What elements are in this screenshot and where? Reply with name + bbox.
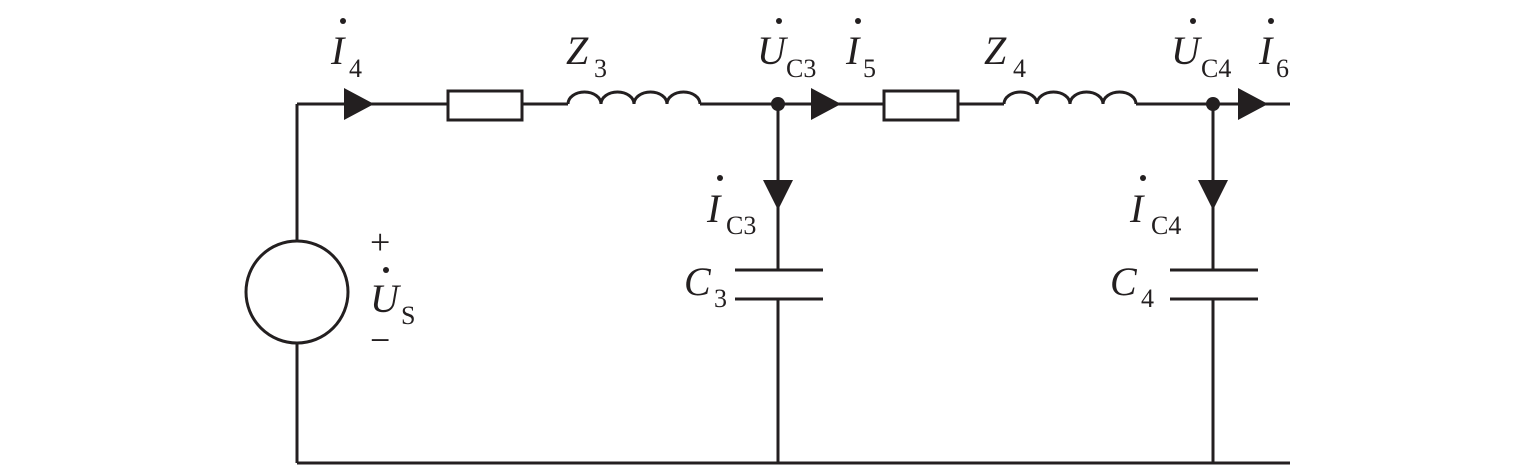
label-i4-symbol: I <box>330 28 346 73</box>
phasor-dot <box>1268 18 1274 24</box>
label-ic4: I C4 <box>1129 175 1181 240</box>
resistor-1 <box>446 89 524 122</box>
label-uc3: U C3 <box>757 18 816 83</box>
label-us-subscript: S <box>401 301 415 330</box>
polarity-plus: + <box>370 222 390 262</box>
label-uc4: U C4 <box>1171 18 1231 83</box>
phasor-dot <box>776 18 782 24</box>
capacitor-c4 <box>1170 268 1258 301</box>
label-ic4-subscript: C4 <box>1151 211 1181 240</box>
arrow-ic3 <box>763 180 793 210</box>
node-c3 <box>771 97 785 111</box>
label-i6: I 6 <box>1258 18 1289 83</box>
label-i5-symbol: I <box>845 28 861 73</box>
label-i4-subscript: 4 <box>349 54 362 83</box>
label-ic4-symbol: I <box>1129 186 1145 231</box>
label-z3-symbol: Z <box>566 28 589 73</box>
phasor-dot <box>340 18 346 24</box>
arrow-i5 <box>811 88 841 120</box>
resistor-2 <box>882 89 960 122</box>
label-uc4-symbol: U <box>1171 28 1203 73</box>
label-c3: C 3 <box>684 259 727 313</box>
phasor-dot <box>1190 18 1196 24</box>
label-z4: Z 4 <box>984 28 1026 83</box>
label-z3: Z 3 <box>566 28 607 83</box>
label-i4: I 4 <box>330 18 362 83</box>
polarity-minus: − <box>370 320 390 360</box>
node-c4 <box>1206 97 1220 111</box>
phasor-dot <box>383 267 389 273</box>
label-i5: I 5 <box>845 18 876 83</box>
label-c4-subscript: 4 <box>1141 284 1154 313</box>
arrow-i6 <box>1238 88 1268 120</box>
inductor-2 <box>1002 90 1138 105</box>
label-uc3-symbol: U <box>757 28 789 73</box>
label-c3-subscript: 3 <box>714 284 727 313</box>
voltage-source <box>244 239 350 345</box>
phasor-dot <box>855 18 861 24</box>
arrow-i4 <box>344 88 374 120</box>
phasor-dot <box>1140 175 1146 181</box>
label-uc3-subscript: C3 <box>786 54 816 83</box>
label-ic3-symbol: I <box>706 186 722 231</box>
label-z4-symbol: Z <box>984 28 1007 73</box>
label-c4-symbol: C <box>1110 259 1138 304</box>
label-i6-symbol: I <box>1258 28 1274 73</box>
label-us: + U S − <box>370 222 415 360</box>
label-z4-subscript: 4 <box>1013 54 1026 83</box>
label-c3-symbol: C <box>684 259 712 304</box>
label-z3-subscript: 3 <box>594 54 607 83</box>
label-ic3-subscript: C3 <box>726 211 756 240</box>
label-c4: C 4 <box>1110 259 1154 313</box>
label-ic3: I C3 <box>706 175 756 240</box>
label-us-symbol: U <box>370 276 402 321</box>
label-i6-subscript: 6 <box>1276 54 1289 83</box>
capacitor-c3 <box>735 268 823 301</box>
inductor-1 <box>566 90 702 105</box>
phasor-dot <box>717 175 723 181</box>
label-i5-subscript: 5 <box>863 54 876 83</box>
label-uc4-subscript: C4 <box>1201 54 1231 83</box>
voltage-source-circle <box>244 239 350 345</box>
arrow-ic4 <box>1198 180 1228 210</box>
